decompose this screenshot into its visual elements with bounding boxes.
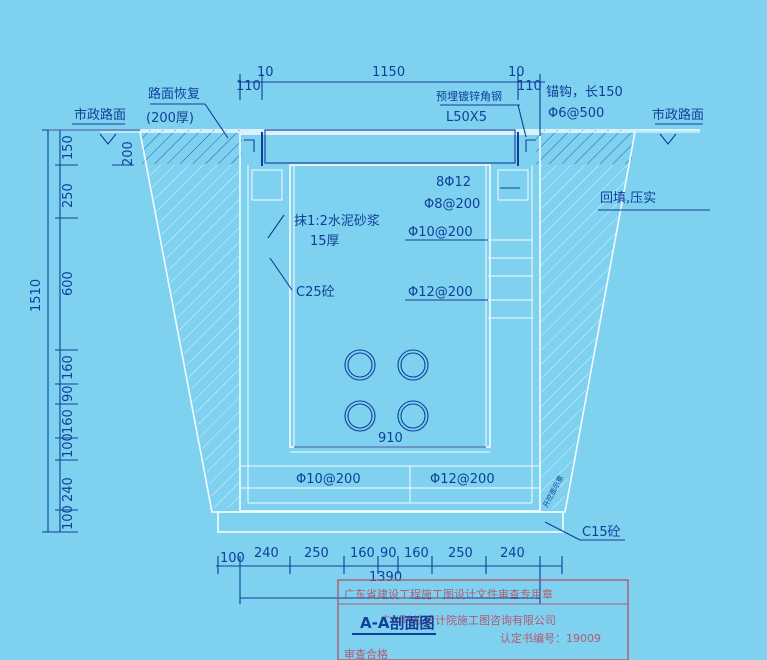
dim-bottom-160b: 160	[404, 546, 429, 561]
label-mortar-thickness: 15厚	[310, 234, 340, 249]
dim-left-100b: 100	[61, 505, 76, 530]
drawing-title: A-A剖面图	[352, 614, 436, 635]
dim-bottom-250a: 250	[304, 546, 329, 561]
label-rebar-8p12: 8Φ12	[436, 175, 471, 190]
label-road-right: 市政路面	[652, 107, 704, 123]
dim-left-150: 150	[61, 135, 76, 160]
label-mortar: 抹1:2水泥砂浆	[294, 214, 380, 229]
label-road-restore: 路面恢复	[148, 86, 200, 102]
review-stamp: 广东省建设工程施工图设计文件审查专用章 广州地铁设计院施工图咨询有限公司 认定书…	[337, 579, 629, 660]
label-anchor: 锚钩，长150	[546, 85, 623, 100]
trench-outline	[139, 131, 636, 513]
label-rebar-p10-base: Φ10@200	[296, 472, 361, 487]
dim-left-200: 200	[121, 141, 136, 166]
road-surface	[48, 129, 700, 164]
base-slab	[217, 511, 564, 533]
dim-left-100a: 100	[61, 433, 76, 458]
dim-top-110-left: 110	[236, 79, 261, 94]
stamp-line1: 广东省建设工程施工图设计文件审查专用章	[344, 587, 553, 601]
label-road-left: 市政路面	[74, 107, 126, 123]
dim-left-240: 240	[61, 477, 76, 502]
label-concrete-wall: C25砼	[296, 285, 335, 300]
road-restore-hatch-right	[536, 130, 632, 164]
dim-top-1150: 1150	[372, 65, 405, 80]
label-anchor-spacing: Φ6@500	[548, 106, 604, 121]
pipe-4	[397, 400, 429, 432]
label-angle-size: L50X5	[446, 110, 487, 125]
label-rebar-p12-base: Φ12@200	[430, 472, 495, 487]
dim-bottom-1390: 1390	[369, 570, 402, 585]
dim-bottom-100: 100	[220, 551, 245, 566]
dim-bottom-250b: 250	[448, 546, 473, 561]
dim-bottom-240b: 240	[500, 546, 525, 561]
backfill-hatch-left	[148, 165, 240, 508]
pipe-3	[344, 400, 376, 432]
dim-bottom-90: 90	[380, 546, 397, 561]
dim-bottom-160a: 160	[350, 546, 375, 561]
dim-bottom-240: 240	[254, 546, 279, 561]
dim-left-600: 600	[61, 271, 76, 296]
angle-steel-right	[525, 139, 536, 152]
dim-left-160a: 160	[61, 355, 76, 380]
dim-inner-910: 910	[378, 431, 403, 446]
backfill-hatch-right	[540, 165, 630, 508]
label-road-thick: (200厚)	[146, 111, 194, 126]
annotation-labels: 市政路面 市政路面 路面恢复 (200厚) 预埋镀锌角钢 L50X5 锚钩，长1…	[74, 85, 704, 540]
label-angle-steel: 预埋镀锌角钢	[436, 89, 502, 103]
dim-left-90: 90	[61, 385, 76, 402]
dimension-lines	[42, 74, 563, 604]
dim-top-110-right: 110	[517, 79, 542, 94]
dim-top-10-left: 10	[257, 65, 274, 80]
pipe-2	[397, 349, 429, 381]
dim-left-1510: 1510	[29, 279, 44, 312]
angle-steel-left	[244, 139, 255, 152]
dimension-texts: 10 110 1150 10 110 910 1510 150 200 250 …	[29, 65, 542, 585]
title-text: A-A剖面图	[360, 614, 434, 632]
label-rebar-p10-wall: Φ10@200	[408, 225, 473, 240]
stamp-line3: 认定书编号：19009	[500, 631, 601, 645]
pipe-group	[344, 349, 429, 432]
dim-top-10-right: 10	[508, 65, 525, 80]
stamp-line4: 审查合格	[344, 647, 388, 660]
trench-box	[217, 129, 564, 533]
leader-lines	[72, 100, 710, 541]
stamp-line2: 广州地铁设计院施工图咨询有限公司	[380, 613, 556, 627]
road-restore-hatch-left	[142, 130, 242, 164]
label-rebar-p12-wall: Φ12@200	[408, 285, 473, 300]
label-rebar-p8: Φ8@200	[424, 197, 480, 212]
pipe-1	[344, 349, 376, 381]
dim-left-250: 250	[61, 183, 76, 208]
dim-left-160b: 160	[61, 409, 76, 434]
label-backfill: 回填,压实	[600, 191, 656, 206]
label-base-concrete: C15砼	[582, 525, 621, 540]
